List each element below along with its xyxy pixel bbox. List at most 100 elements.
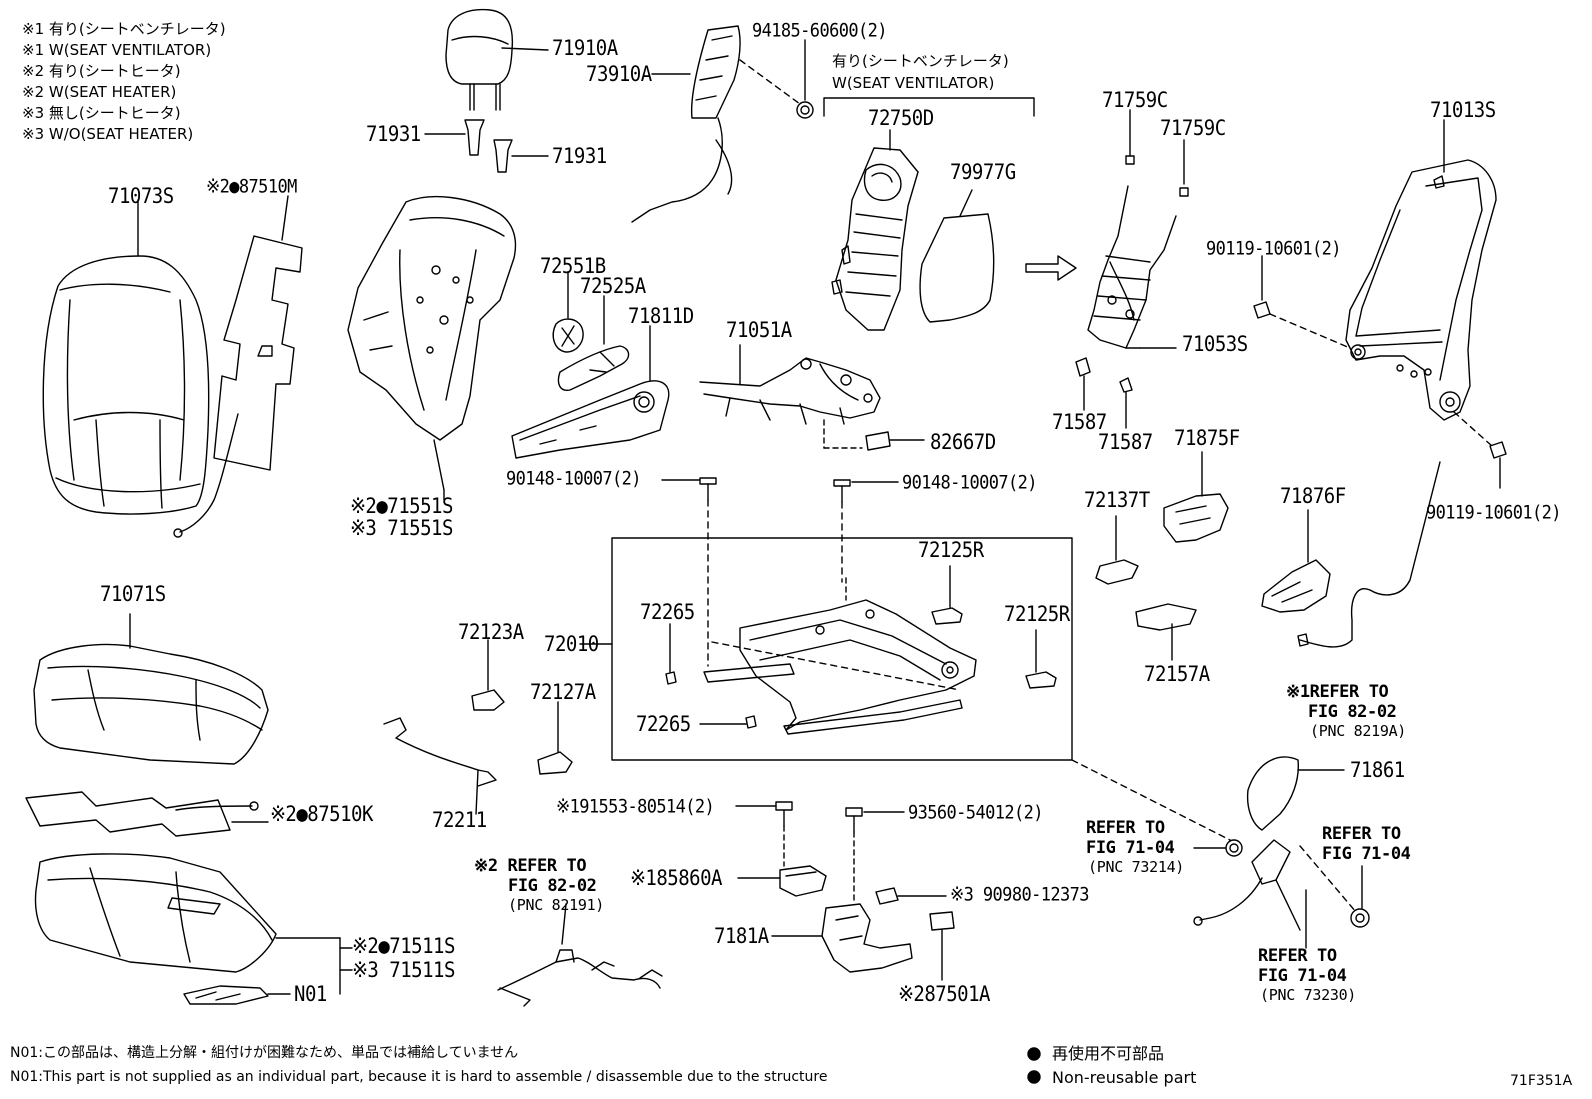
part-label-N01: N01 xyxy=(294,981,327,1007)
legend-line-2: ※1 W(SEAT VENTILATOR) xyxy=(22,41,212,59)
seat-adjuster-drawing xyxy=(703,577,977,735)
clip-71587-drawing xyxy=(1075,357,1133,429)
part-label-87510M: ※2●87510M xyxy=(206,175,297,199)
ref-fig-71-04-a-line2: FIG 71-04 xyxy=(1086,838,1175,858)
figure-code: 71F351A xyxy=(1510,1073,1573,1089)
vent-header-en: W(SEAT VENTILATOR) xyxy=(832,74,995,92)
part-label-7181A: 7181A xyxy=(714,923,769,949)
part-label-71587-b: 71587 xyxy=(1098,429,1153,455)
bolt-93560-drawing xyxy=(845,807,905,905)
part-label-71587-a: 71587 xyxy=(1052,409,1107,435)
ecu-7181A-drawing xyxy=(771,903,913,973)
part-label-71073S: 71073S xyxy=(108,183,174,209)
ref-fig-71-04-c-line2: FIG 71-04 xyxy=(1258,966,1347,986)
ref-fig-82-02-b-line2: FIG 82-02 xyxy=(508,876,597,896)
part-label-71876F: 71876F xyxy=(1280,483,1346,509)
headrest-drawing xyxy=(445,8,549,111)
ref-fig-71-04-c-line1: REFER TO xyxy=(1258,946,1337,966)
part-label-72750D: 72750D xyxy=(868,105,934,131)
ref-fig-71-04-b-line2: FIG 71-04 xyxy=(1322,844,1411,864)
n01-part-drawing xyxy=(183,985,291,1005)
seatback-spring-drawing xyxy=(1087,109,1189,349)
part-label-72551B: 72551B xyxy=(540,253,606,279)
part-label-72211: 72211 xyxy=(432,807,487,833)
seatback-spring-panel-drawing xyxy=(831,129,919,331)
part-label-71013S: 71013S xyxy=(1430,97,1496,123)
footer-n01-en: N01:This part is not supplied as an indi… xyxy=(10,1069,828,1085)
part-label-71051A: 71051A xyxy=(726,317,792,343)
part-label-191553-80514: ※191553-80514(2) xyxy=(556,795,715,819)
connector-185860A-drawing xyxy=(737,865,827,897)
part-label-71551S-no-heater: ※3 71551S xyxy=(350,515,453,541)
seat-heater-harness-drawing xyxy=(497,903,663,1007)
bullet-icon xyxy=(1027,1070,1041,1084)
part-label-72137T: 72137T xyxy=(1084,487,1150,513)
ref-fig-82-02-b-line3: (PNC 82191) xyxy=(508,896,605,914)
legend-line-1: ※1 有り(シートベンチレータ) xyxy=(22,20,226,38)
part-label-73910A: 73910A xyxy=(586,61,652,87)
part-label-71931-b: 71931 xyxy=(552,143,607,169)
part-label-71511S-no-heater: ※3 71511S xyxy=(352,957,455,983)
headrest-guide-drawing xyxy=(424,119,549,173)
part-label-90119-10601-a: 90119-10601(2) xyxy=(1206,237,1341,261)
recliner-cover-drawing xyxy=(511,271,670,459)
part-label-90148-10007-a: 90148-10007(2) xyxy=(506,467,641,491)
part-label-87501A: ※287501A xyxy=(898,981,991,1007)
part-label-71759C-b: 71759C xyxy=(1160,115,1226,141)
ventilator-pad-drawing xyxy=(919,189,995,323)
part-label-72127A: 72127A xyxy=(530,679,596,705)
part-label-94185-60600: 94185-60600(2) xyxy=(752,19,887,43)
ref-fig-82-02-a-line2: FIG 82-02 xyxy=(1308,702,1397,722)
clip-90980-drawing xyxy=(875,887,947,905)
part-label-72525A: 72525A xyxy=(580,273,646,299)
bolt-90148-drawing xyxy=(661,477,899,667)
cover-72137T-drawing xyxy=(1095,515,1139,585)
legend-line-4: ※2 W(SEAT HEATER) xyxy=(22,83,177,101)
part-label-93560-54012: 93560-54012(2) xyxy=(908,801,1043,825)
seatbelt-buckle-drawing xyxy=(1193,839,1370,949)
legend-line-6: ※3 W/O(SEAT HEATER) xyxy=(22,125,194,143)
ref-fig-82-02-b-line1: ※2 REFER TO xyxy=(474,856,587,876)
ventilator-bracket-line xyxy=(823,97,1035,117)
vent-header-jp: 有り(シートベンチレータ) xyxy=(832,52,1009,70)
seatback-pad-drawing xyxy=(347,195,517,501)
part-label-79977G: 79977G xyxy=(950,159,1016,185)
part-label-71910A: 71910A xyxy=(552,35,618,61)
part-label-72265-a: 72265 xyxy=(640,599,695,625)
part-label-71551S-heater: ※2●71551S xyxy=(350,493,453,519)
ref-fig-71-04-c-line3: (PNC 73230) xyxy=(1260,986,1357,1004)
ref-fig-71-04-b-line1: REFER TO xyxy=(1322,824,1401,844)
cushion-heater-drawing xyxy=(25,791,269,837)
part-label-90148-10007-b: 90148-10007(2) xyxy=(902,471,1037,495)
part-label-71811D: 71811D xyxy=(628,303,694,329)
seatback-cover-drawing xyxy=(42,199,210,515)
part-label-90980-12373: ※3 90980-12373 xyxy=(950,883,1090,907)
seat-frame-harness-drawing xyxy=(699,344,881,449)
footer-nonreusable-en: Non-reusable part xyxy=(1052,1068,1197,1087)
cover-87501A-drawing xyxy=(929,911,955,981)
seatback-frame-drawing xyxy=(1253,119,1507,489)
cover-72157A-drawing xyxy=(1135,603,1197,661)
part-label-71931-a: 71931 xyxy=(366,121,421,147)
part-label-72125R-a: 72125R xyxy=(918,537,984,563)
cover-71861-drawing xyxy=(1246,756,1345,831)
guide-dash-lines xyxy=(1071,759,1357,913)
cushion-cover-drawing xyxy=(33,613,269,765)
part-label-71759C-a: 71759C xyxy=(1102,87,1168,113)
bullet-icon xyxy=(1027,1047,1041,1061)
part-label-71861: 71861 xyxy=(1350,757,1405,783)
part-label-82667D: 82667D xyxy=(930,429,996,455)
cover-71876F-drawing xyxy=(1261,509,1331,613)
part-label-71071S: 71071S xyxy=(100,581,166,607)
arrow-icon xyxy=(1025,255,1077,281)
part-label-185860A: ※185860A xyxy=(630,865,723,891)
part-label-87510K: ※2●87510K xyxy=(270,801,373,827)
part-label-72010: 72010 xyxy=(544,631,599,657)
seatback-heater-drawing xyxy=(173,195,303,538)
part-label-72157A: 72157A xyxy=(1144,661,1210,687)
clip-72127A-drawing xyxy=(537,701,573,775)
part-label-72123A: 72123A xyxy=(458,619,524,645)
wire-72211-drawing xyxy=(383,717,497,815)
ref-fig-82-02-a-line1: ※1REFER TO xyxy=(1286,682,1389,702)
